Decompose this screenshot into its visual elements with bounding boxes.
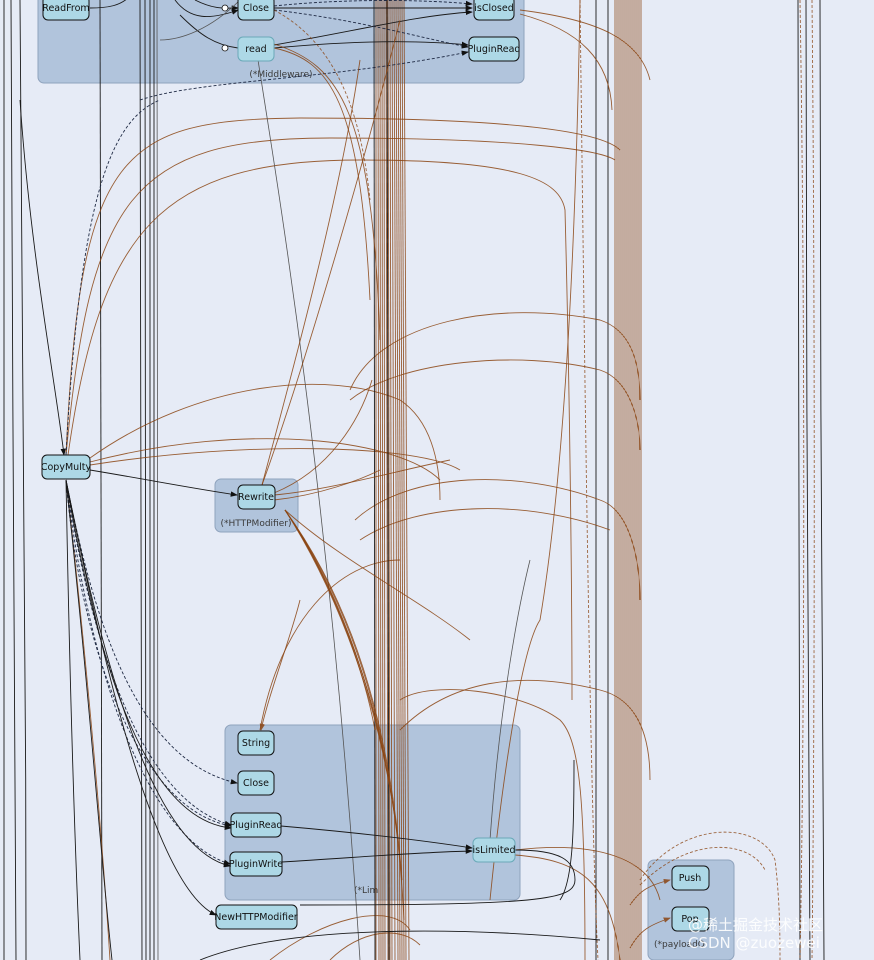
node-label-newhttpmodifier: NewHTTPModifier bbox=[214, 912, 298, 923]
edge-bundle-center bbox=[373, 0, 410, 960]
node-readfrom[interactable]: ReadFrom bbox=[42, 0, 90, 21]
cluster-label-httpmodifier: (*HTTPModifier) bbox=[221, 519, 292, 529]
node-close-low[interactable]: Close bbox=[237, 770, 275, 796]
node-pluginread-top[interactable]: PluginRead bbox=[468, 36, 521, 62]
node-push[interactable]: Push bbox=[671, 865, 710, 891]
node-label-close-low: Close bbox=[243, 778, 269, 789]
node-label-string: String bbox=[242, 738, 270, 749]
node-label-readfrom: ReadFrom bbox=[42, 3, 89, 14]
node-label-pop: Pop bbox=[681, 914, 698, 925]
node-pluginwrite[interactable]: PluginWrite bbox=[229, 851, 283, 877]
watermark: @稀土掘金技术社区 CSDN @zuozewei bbox=[688, 916, 823, 952]
node-label-copymulty: CopyMulty bbox=[41, 462, 92, 473]
node-label-pluginwrite: PluginWrite bbox=[229, 859, 283, 870]
node-islimited[interactable]: isLimited bbox=[472, 837, 516, 863]
node-string[interactable]: String bbox=[237, 730, 275, 756]
edge-bundle-right bbox=[614, 0, 642, 960]
node-pluginread-low[interactable]: PluginRead bbox=[230, 812, 283, 838]
node-label-isclosed: isClosed bbox=[474, 3, 514, 14]
watermark-line2: CSDN @zuozewei bbox=[688, 934, 820, 952]
node-newhttpmodifier[interactable]: NewHTTPModifier bbox=[214, 904, 298, 930]
edges-brown-curves bbox=[65, 0, 815, 960]
node-label-read: read bbox=[245, 44, 266, 55]
node-copymulty[interactable]: CopyMulty bbox=[41, 454, 92, 480]
edges-top bbox=[89, 0, 473, 960]
edges-limiter bbox=[199, 559, 671, 960]
watermark-line1: @稀土掘金技术社区 bbox=[688, 916, 823, 934]
node-rewrite[interactable]: Rewrite bbox=[237, 484, 276, 510]
node-label-islimited: isLimited bbox=[472, 845, 515, 856]
node-label-pluginread-low: PluginRead bbox=[230, 820, 283, 831]
node-label-rewrite: Rewrite bbox=[238, 492, 274, 503]
cluster-label-limiter: (*Lim bbox=[354, 886, 378, 896]
node-pop[interactable]: Pop bbox=[671, 906, 710, 932]
cluster-middleware: (*Middleware) bbox=[37, 0, 525, 84]
cluster-limiter: (*Lim bbox=[224, 724, 521, 901]
node-read[interactable]: read bbox=[237, 36, 275, 62]
node-label-push: Push bbox=[679, 873, 702, 884]
node-label-close-top: Close bbox=[243, 3, 269, 14]
cluster-label-payloadq: (*payloadQ bbox=[654, 940, 705, 950]
node-isclosed[interactable]: isClosed bbox=[473, 0, 515, 21]
node-label-pluginread-top: PluginRead bbox=[468, 44, 521, 55]
node-close-top[interactable]: Close bbox=[237, 0, 275, 21]
edges-left-verticals bbox=[3, 0, 825, 960]
cluster-label-middleware: (*Middleware) bbox=[249, 70, 312, 80]
edges-copymulty bbox=[19, 19, 471, 960]
